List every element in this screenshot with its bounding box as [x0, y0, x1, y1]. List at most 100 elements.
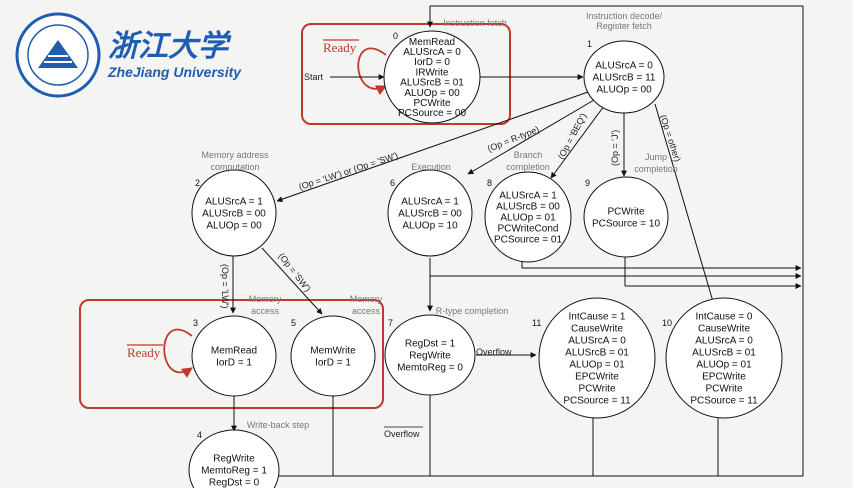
state-8-signal: PCSource = 01 [494, 235, 563, 246]
state-11-signal: EPCWrite [575, 372, 619, 383]
state-7-signal: RegWrite [409, 351, 451, 362]
state-11-signal: PCSource = 11 [563, 396, 631, 407]
state-3-title: access [251, 306, 280, 316]
state-0-signal: MemRead [409, 37, 455, 48]
condition-sw: (Op = 'SW') [276, 251, 312, 294]
state-5-title: Memory [350, 294, 383, 304]
state-8-signal: PCWriteCond [498, 224, 559, 235]
state-0-circle [383, 30, 481, 124]
state-11-signal: ALUOp = 01 [569, 360, 625, 371]
state-5-signal: MemWrite [310, 346, 356, 357]
overflow-label: Overflow [476, 347, 512, 357]
state-4-number: 4 [197, 430, 202, 440]
state-8-title: completion [506, 162, 550, 172]
state-4-signal: RegDst = 0 [209, 478, 260, 488]
state-4-signal: RegWrite [213, 454, 255, 465]
state-0-signal: ALUOp = 00 [404, 88, 460, 99]
svg-text:Overflow: Overflow [384, 429, 420, 439]
state-3-signal: IorD = 1 [216, 358, 252, 369]
state-7-signal: MemtoReg = 0 [397, 363, 463, 374]
state-0-title: Instruction fetch [443, 18, 507, 28]
state-11-signal: ALUSrcA = 0 [568, 336, 626, 347]
state-11-number: 11 [532, 318, 541, 328]
logo-chinese-name: 浙江大学 [108, 29, 232, 64]
state-9-signal: PCWrite [607, 207, 644, 218]
state-6-circle [387, 169, 473, 257]
state-6-number: 6 [390, 178, 395, 188]
state-4-title: Write-back step [247, 420, 309, 430]
state-7-circle [384, 314, 476, 396]
state-10-signal: EPCWrite [702, 372, 746, 383]
condition-lw-or-sw: (Op = 'LW') or (Op = 'SW') [298, 150, 400, 192]
state-3-signal: MemRead [211, 346, 257, 357]
state-9-title: Jump [645, 152, 667, 162]
state-11-signal: IntCause = 1 [569, 312, 626, 323]
state-0-signal: IorD = 0 [414, 57, 450, 68]
self-loop-state-0 [357, 47, 387, 96]
state-0-number: 0 [393, 31, 398, 41]
condition-lw: (Op = 'LW') [220, 264, 230, 309]
state-0-signal: PCSource = 00 [398, 108, 467, 119]
state-2-signal: ALUSrcB = 00 [202, 209, 266, 220]
state-7-number: 7 [388, 318, 393, 328]
state-10-signal: ALUOp = 01 [696, 360, 752, 371]
state-10-number: 10 [662, 318, 672, 328]
state-4-circle [188, 429, 280, 488]
state-8-signal: ALUOp = 01 [500, 213, 556, 224]
state-1-number: 1 [587, 39, 592, 49]
state-7-title: R-type completion [436, 306, 509, 316]
state-10-signal: CauseWrite [698, 324, 750, 335]
state-0-signal: ALUSrcA = 0 [403, 47, 461, 58]
state-2-number: 2 [195, 178, 200, 188]
state-11-circle [538, 297, 656, 419]
state-3-title: Memory [249, 294, 282, 304]
state-2-signal: ALUSrcA = 1 [205, 197, 263, 208]
state-1-circle [583, 40, 665, 114]
state-1-signal: ALUOp = 00 [596, 85, 652, 96]
state-2-title: computation [210, 162, 259, 172]
condition-beq: (Op = 'BEQ') [556, 111, 589, 160]
state-2-signal: ALUOp = 00 [206, 221, 262, 232]
state-8-circle [484, 171, 572, 263]
state-5-signal: IorD = 1 [315, 358, 351, 369]
state-10-signal: ALUSrcA = 0 [695, 336, 753, 347]
overflow-bar-label: Overflow [384, 426, 423, 439]
university-logo: 浙江大学 ZheJiang University [15, 12, 242, 98]
start-label: Start [304, 72, 324, 82]
state-3-circle [191, 315, 277, 397]
ready-highlight-box-memory [79, 299, 384, 409]
state-5-title: access [352, 306, 381, 316]
state-10-signal: PCSource = 11 [690, 396, 758, 407]
state-0-signal: PCWrite [413, 98, 450, 109]
state-10-signal: PCWrite [705, 384, 742, 395]
state-6-signal: ALUSrcA = 1 [401, 197, 459, 208]
logo-english-name: ZheJiang University [107, 64, 242, 80]
state-10-circle [665, 297, 783, 419]
state-7-signal: RegDst = 1 [405, 339, 456, 350]
state-11-signal: PCWrite [578, 384, 615, 395]
state-1-signal: ALUSrcA = 0 [595, 61, 653, 72]
svg-text:Ready: Ready [127, 345, 161, 360]
state-8-signal: ALUSrcA = 1 [499, 191, 557, 202]
state-10-signal: ALUSrcB = 01 [692, 348, 756, 359]
ready-label-fetch: Ready [323, 39, 359, 55]
state-5-circle [290, 315, 376, 397]
state-4-signal: MemtoReg = 1 [201, 466, 267, 477]
state-9-signal: PCSource = 10 [592, 219, 661, 230]
self-loop-state-3 [163, 328, 193, 378]
state-0-signal: IRWrite [416, 67, 449, 78]
state-10-signal: IntCause = 0 [696, 312, 753, 323]
state-2-circle [191, 169, 277, 257]
